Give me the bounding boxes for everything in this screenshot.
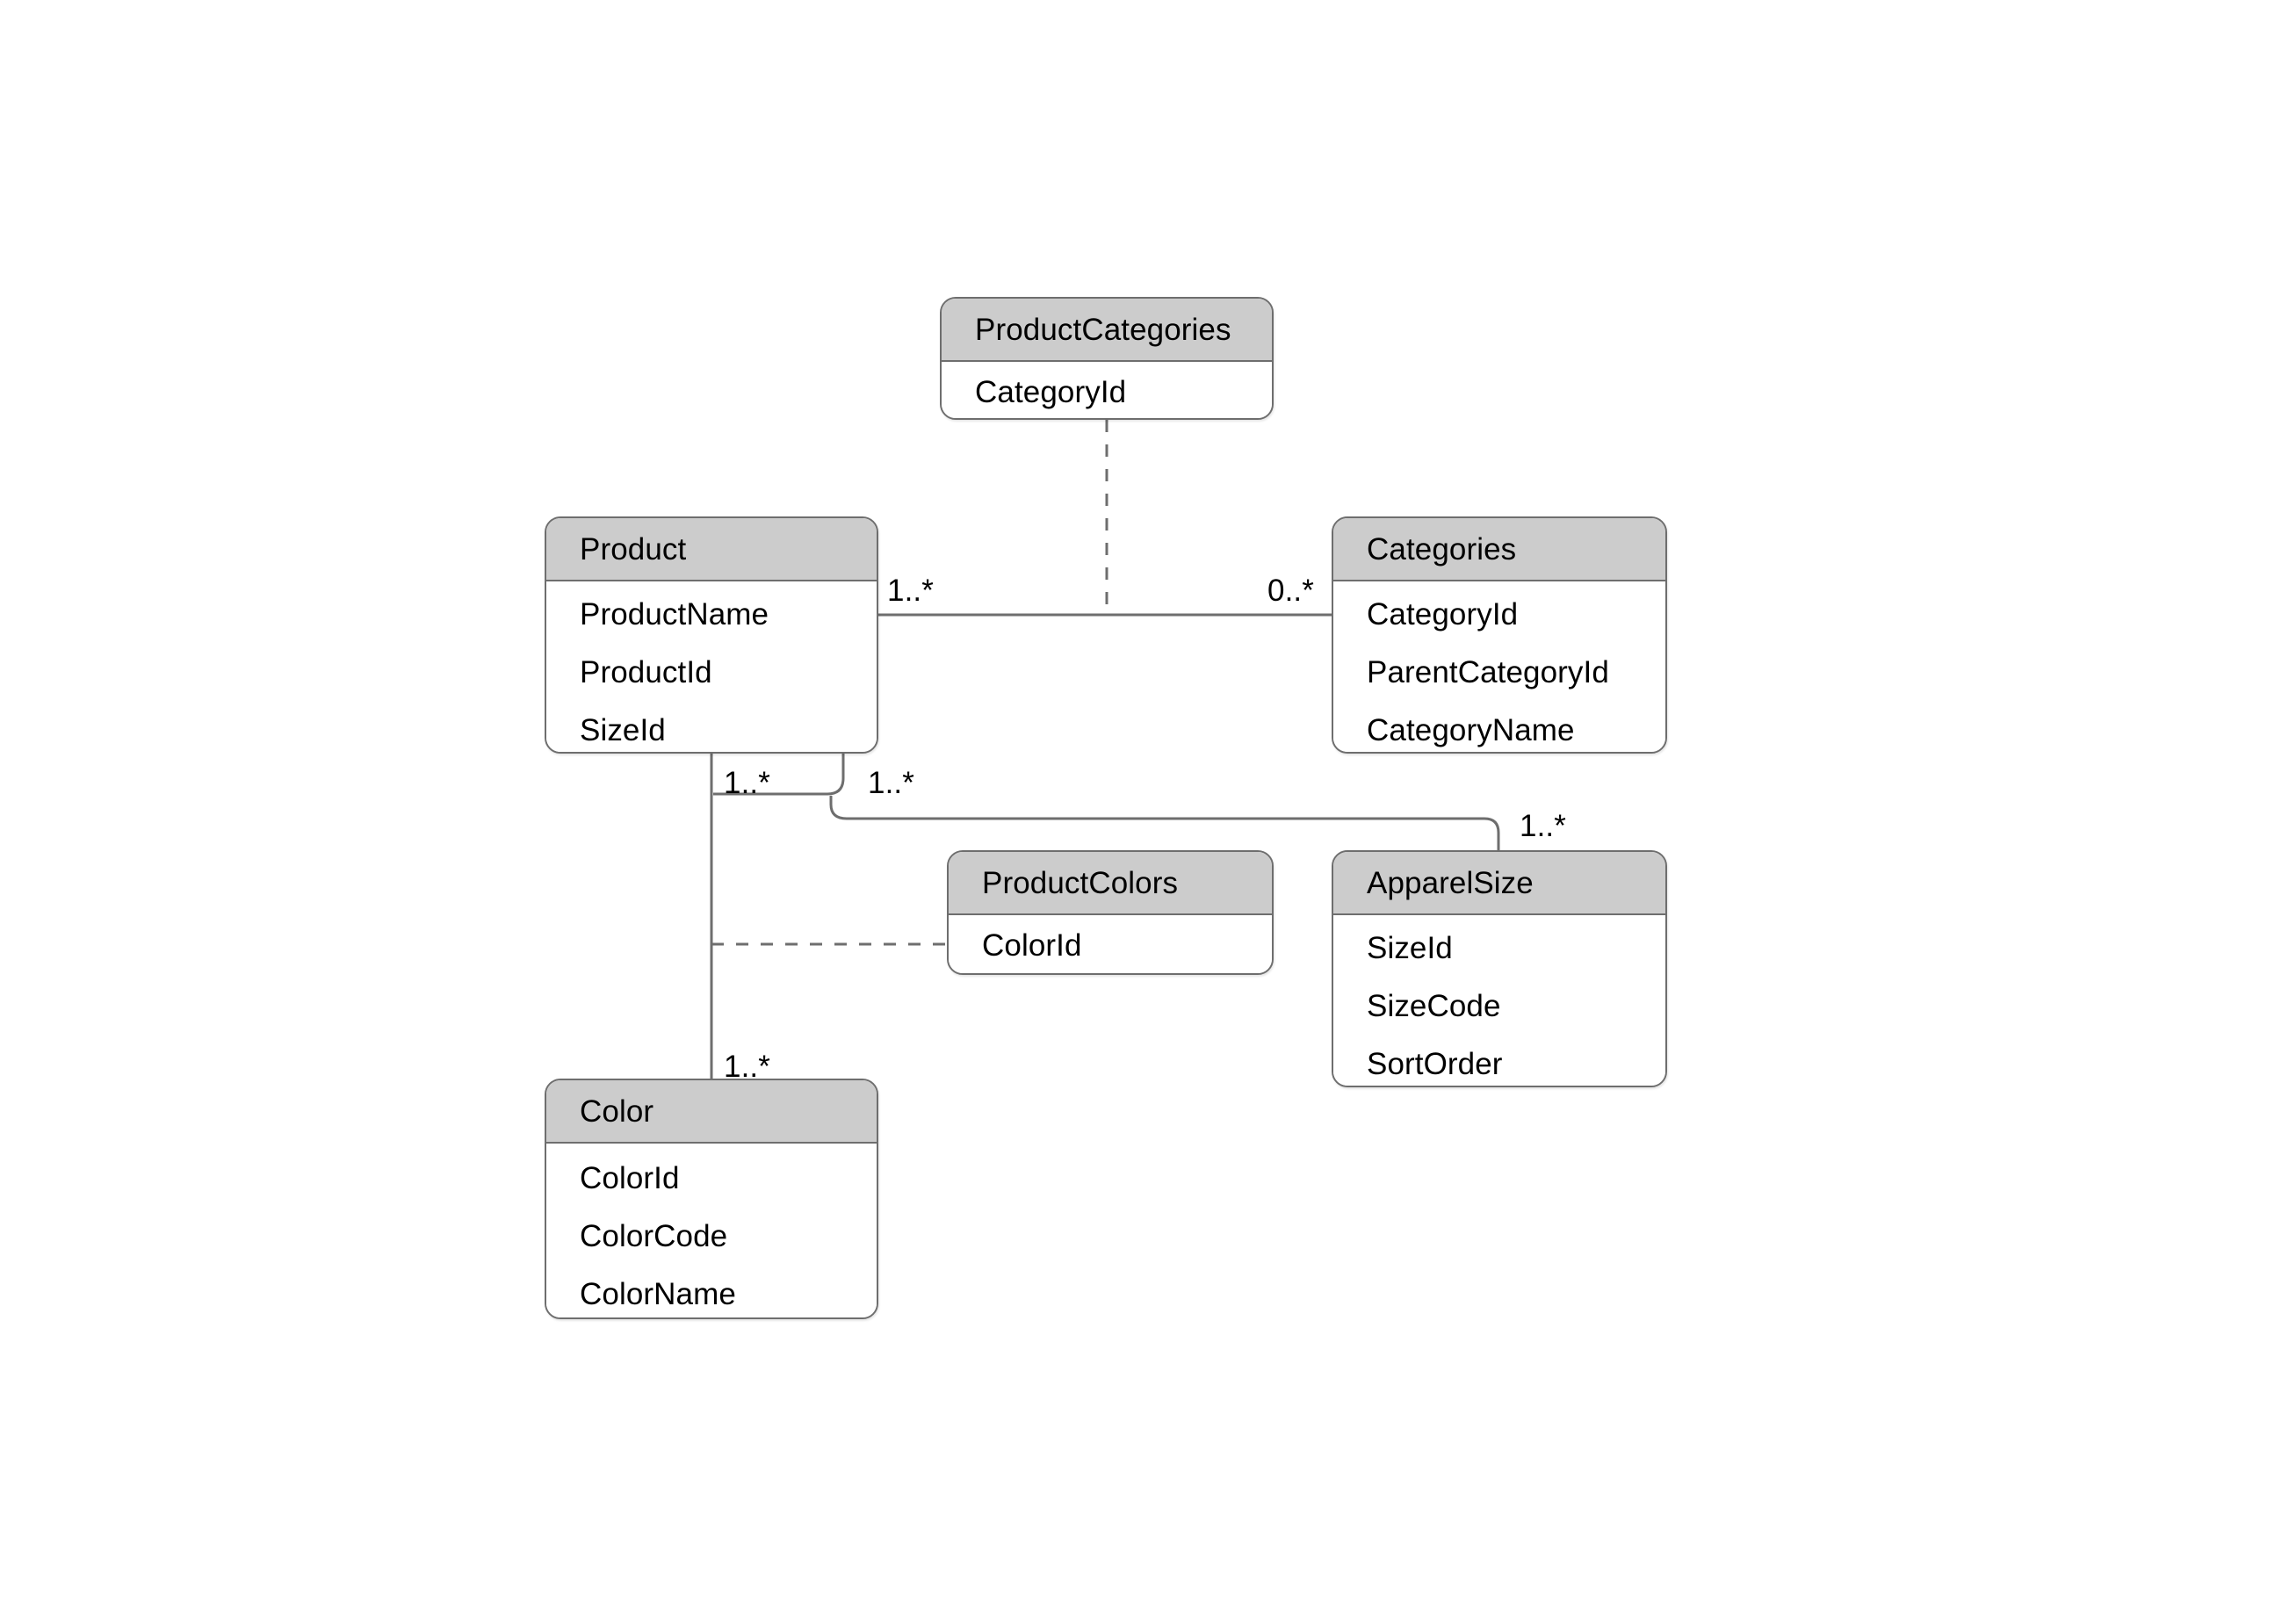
attribute-label: SortOrder xyxy=(1367,1046,1503,1081)
attribute-label: ColorId xyxy=(580,1160,680,1195)
attribute-row: ProductName xyxy=(546,585,877,643)
attribute-row: ProductId xyxy=(546,643,877,701)
entity-attributes: ColorId xyxy=(949,915,1272,973)
entity-productcategories[interactable]: ProductCategories CategoryId xyxy=(940,297,1274,420)
entity-title: ApparelSize xyxy=(1333,852,1665,915)
attribute-row: CategoryId xyxy=(1333,585,1665,643)
entity-title: Categories xyxy=(1333,518,1665,581)
attribute-row: ColorCode xyxy=(546,1207,877,1265)
attribute-label: SizeCode xyxy=(1367,988,1501,1023)
attribute-row: SortOrder xyxy=(1333,1035,1665,1086)
multiplicity-product-color-target: 1..* xyxy=(724,1050,770,1084)
attribute-label: ProductName xyxy=(580,596,769,632)
attribute-label: ColorCode xyxy=(580,1218,728,1253)
entity-title: ProductCategories xyxy=(942,299,1272,362)
attribute-label: SizeId xyxy=(1367,930,1453,965)
attribute-label: CategoryId xyxy=(975,374,1127,409)
attribute-label: ParentCategoryId xyxy=(1367,654,1609,689)
entity-apparelsize[interactable]: ApparelSize SizeId SizeCode SortOrder xyxy=(1332,850,1667,1087)
entity-title-text: Color xyxy=(580,1093,654,1129)
attribute-row: ParentCategoryId xyxy=(1333,643,1665,701)
attribute-label: ProductId xyxy=(580,654,712,689)
entity-attributes: CategoryId ParentCategoryId CategoryName xyxy=(1333,581,1665,752)
entity-categories[interactable]: Categories CategoryId ParentCategoryId C… xyxy=(1332,516,1667,754)
multiplicity-product-categories-target: 0..* xyxy=(1267,574,1314,608)
multiplicity-product-categories-source: 1..* xyxy=(887,574,934,608)
entity-attributes: ColorId ColorCode ColorName xyxy=(546,1144,877,1317)
entity-color[interactable]: Color ColorId ColorCode ColorName xyxy=(545,1079,878,1319)
entity-title: Color xyxy=(546,1080,877,1144)
entity-title-text: Categories xyxy=(1367,531,1517,567)
entity-attributes: SizeId SizeCode SortOrder xyxy=(1333,915,1665,1086)
entity-title: ProductColors xyxy=(949,852,1272,915)
entity-attributes: CategoryId xyxy=(942,362,1272,418)
entity-attributes: ProductName ProductId SizeId xyxy=(546,581,877,752)
attribute-row: SizeId xyxy=(1333,919,1665,977)
entity-title: Product xyxy=(546,518,877,581)
attribute-row: ColorName xyxy=(546,1265,877,1317)
attribute-label: SizeId xyxy=(580,712,666,747)
attribute-row: CategoryName xyxy=(1333,701,1665,752)
multiplicity-product-apparelsize-source: 1..* xyxy=(868,766,914,800)
attribute-row: SizeId xyxy=(546,701,877,752)
entity-title-text: ProductCategories xyxy=(975,312,1231,347)
attribute-label: CategoryName xyxy=(1367,712,1575,747)
attribute-row: CategoryId xyxy=(942,362,1272,418)
edge-product-apparelsize-leg xyxy=(829,796,1500,850)
attribute-row: SizeCode xyxy=(1333,977,1665,1035)
attribute-row: ColorId xyxy=(949,915,1272,973)
attribute-label: CategoryId xyxy=(1367,596,1519,632)
entity-title-text: Product xyxy=(580,531,687,567)
attribute-label: ColorId xyxy=(982,927,1082,963)
attribute-label: ColorName xyxy=(580,1276,736,1311)
entity-productcolors[interactable]: ProductColors ColorId xyxy=(947,850,1274,975)
entity-title-text: ApparelSize xyxy=(1367,865,1534,900)
multiplicity-product-color-source: 1..* xyxy=(724,766,770,800)
attribute-row: ColorId xyxy=(546,1149,877,1207)
entity-title-text: ProductColors xyxy=(982,865,1179,900)
entity-product[interactable]: Product ProductName ProductId SizeId xyxy=(545,516,878,754)
multiplicity-product-apparelsize-target: 1..* xyxy=(1520,809,1566,843)
